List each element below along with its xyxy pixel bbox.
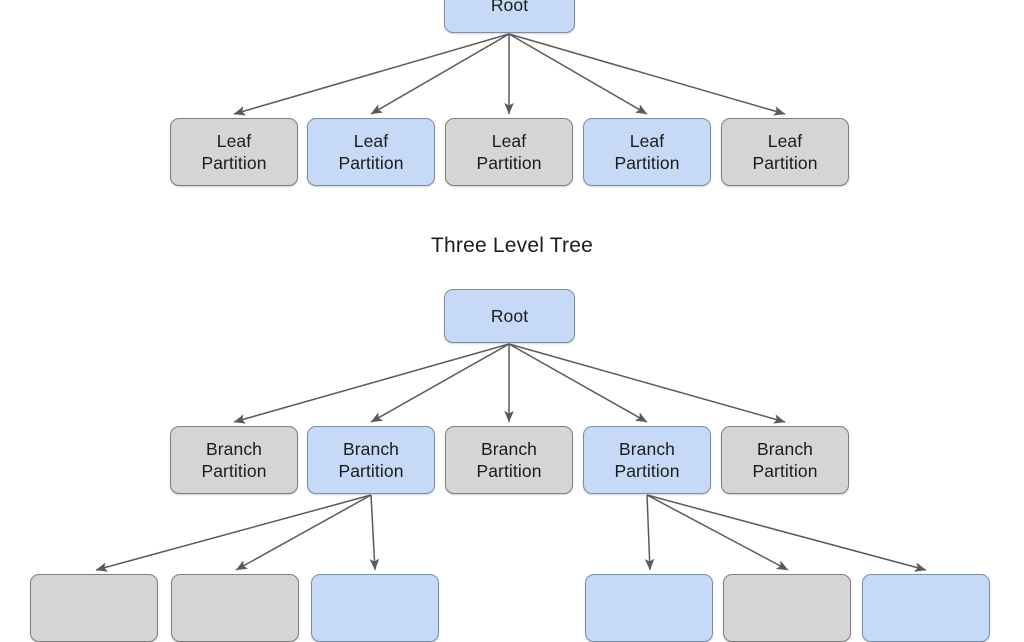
node-label: Leaf Partition: [614, 130, 680, 173]
sub-leaf-partition-1[interactable]: [30, 574, 158, 642]
node-label: Root: [490, 0, 529, 16]
sub-leaf-partition-4[interactable]: [585, 574, 713, 642]
edge-arrow: [233, 343, 510, 424]
edge-arrow: [370, 343, 510, 423]
edge-arrow: [95, 494, 372, 572]
edge-arrow: [233, 33, 510, 116]
edges-root-to-branch: [233, 343, 786, 424]
branch-partition-5[interactable]: Branch Partition: [721, 426, 849, 494]
edge-arrow: [508, 343, 786, 424]
leaf-partition-5[interactable]: Leaf Partition: [721, 118, 849, 186]
branch-partition-4[interactable]: Branch Partition: [583, 426, 711, 494]
edge-arrow: [644, 494, 655, 571]
sub-leaf-partition-6[interactable]: [862, 574, 990, 642]
edge-arrow: [508, 33, 648, 115]
edge-arrow: [646, 494, 927, 572]
node-label: Branch Partition: [338, 438, 404, 481]
edge-arrow: [369, 494, 380, 571]
edge-arrow: [508, 33, 786, 116]
node-label: Leaf Partition: [476, 130, 542, 173]
branch-partition-1[interactable]: Branch Partition: [170, 426, 298, 494]
branch-partition-2[interactable]: Branch Partition: [307, 426, 435, 494]
node-label: Leaf Partition: [201, 130, 267, 173]
branch-partition-3[interactable]: Branch Partition: [445, 426, 573, 494]
node-label: Branch Partition: [614, 438, 680, 481]
edges-branch-to-subleaf: [95, 494, 927, 572]
section-title-three-level: Three Level Tree: [431, 234, 593, 257]
edge-arrow: [370, 33, 510, 115]
node-label: Leaf Partition: [338, 130, 404, 173]
node-label: Root: [490, 305, 529, 326]
sub-leaf-partition-5[interactable]: [723, 574, 851, 642]
root-node-two-level[interactable]: Root: [444, 0, 575, 33]
node-label: Branch Partition: [752, 438, 818, 481]
leaf-partition-1[interactable]: Leaf Partition: [170, 118, 298, 186]
node-label: Branch Partition: [201, 438, 267, 481]
edge-arrow: [235, 494, 372, 571]
edge-arrow: [646, 494, 789, 571]
sub-leaf-partition-3[interactable]: [311, 574, 439, 642]
leaf-partition-2[interactable]: Leaf Partition: [307, 118, 435, 186]
edge-arrow: [508, 343, 648, 423]
root-node-three-level[interactable]: Root: [444, 289, 575, 343]
leaf-partition-4[interactable]: Leaf Partition: [583, 118, 711, 186]
edges-root-to-leaf: [233, 33, 786, 116]
leaf-partition-3[interactable]: Leaf Partition: [445, 118, 573, 186]
node-label: Leaf Partition: [752, 130, 818, 173]
sub-leaf-partition-2[interactable]: [171, 574, 299, 642]
node-label: Branch Partition: [476, 438, 542, 481]
